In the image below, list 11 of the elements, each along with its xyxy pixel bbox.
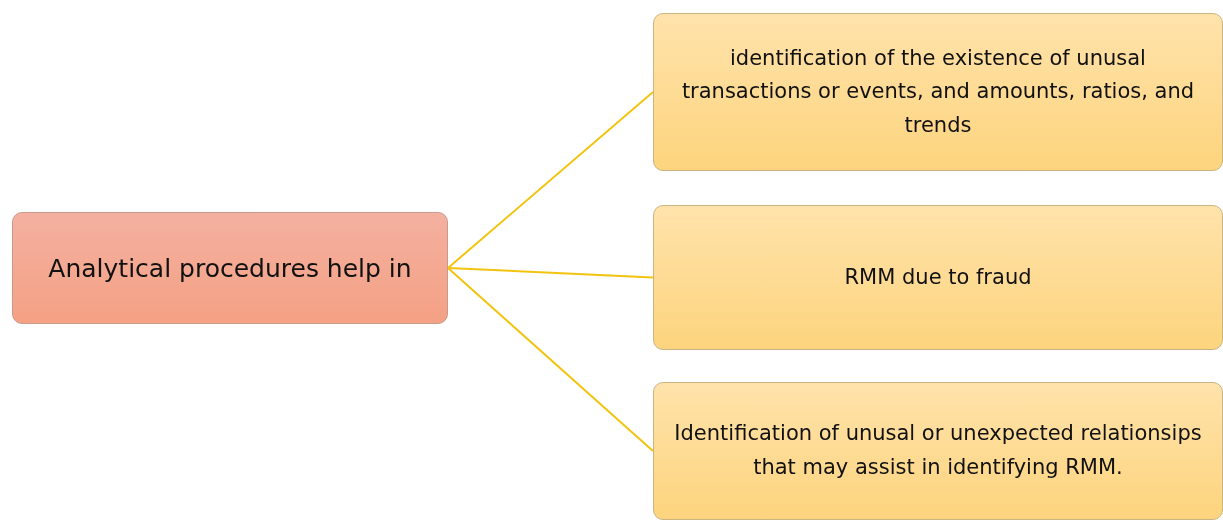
connector-line bbox=[447, 267, 654, 452]
node-text: RMM due to fraud bbox=[844, 263, 1032, 291]
topic-box bbox=[12, 212, 448, 324]
node-text: Identification of unusal or unexpected relationsips that may assist in identifying RMM. bbox=[673, 420, 1203, 481]
connector-line bbox=[447, 267, 654, 279]
node-text: Analytical procedures help in bbox=[48, 253, 412, 283]
node-text: identification of the existence of unusal transactions or events, and amounts, ratios, and trends bbox=[680, 44, 1196, 139]
branch-box bbox=[653, 382, 1223, 520]
branch-box bbox=[653, 13, 1223, 171]
branch-box bbox=[653, 205, 1223, 350]
connector-line bbox=[447, 91, 654, 269]
